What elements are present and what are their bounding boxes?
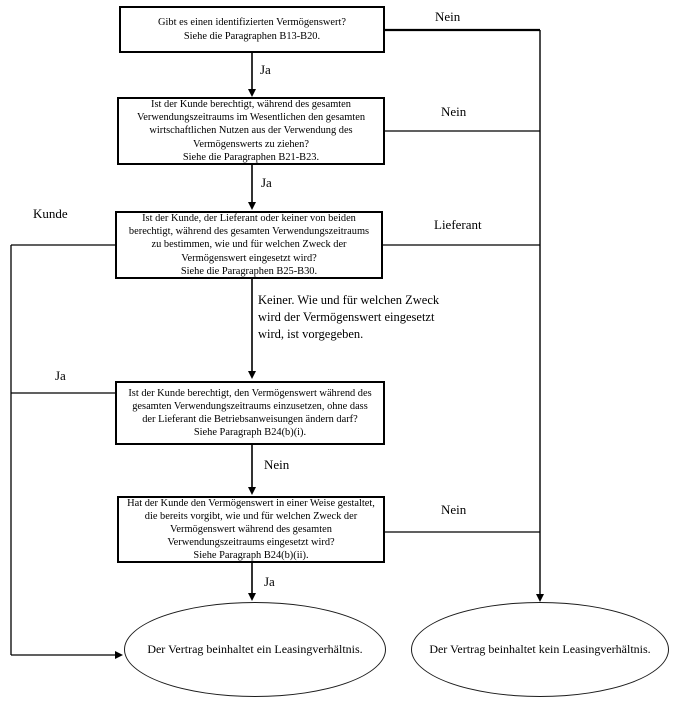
decision-box-predetermined-design: Hat der Kunde den Vermögenswert in einer… — [117, 496, 385, 563]
edge-label-yes-2: Ja — [261, 175, 272, 190]
arrowhead — [115, 651, 123, 659]
decision-box-identified-asset: Gibt es einen identifizierten Vermögensw… — [119, 6, 385, 53]
edge-label-no-1: Nein — [435, 9, 461, 24]
decision-box-right-to-direct-use: Ist der Kunde, der Lieferant oder keiner… — [115, 211, 383, 279]
edge-label-supplier: Lieferant — [434, 217, 482, 232]
edge-label-yes-1: Ja — [260, 62, 271, 77]
arrowhead — [248, 371, 256, 379]
edge-label-no-4: Nein — [441, 502, 467, 517]
outcome-ellipse-lease: Der Vertrag beinhaltet ein Leasingverhäl… — [124, 602, 386, 697]
decision-box-text: Gibt es einen identifizierten Vermögensw… — [158, 17, 346, 42]
outcome-ellipse-no-lease: Der Vertrag beinhaltet kein Leasingverhä… — [411, 602, 669, 697]
arrowhead — [536, 594, 544, 602]
decision-box-economic-benefits: Ist der Kunde berechtigt, während des ge… — [117, 97, 385, 165]
arrowhead — [248, 202, 256, 210]
edge-label-yes-3: Ja — [264, 574, 275, 589]
outcome-text: Der Vertrag beinhaltet ein Leasingverhäl… — [147, 642, 363, 656]
right-branch-lines — [382, 28, 541, 594]
arrowhead — [248, 89, 256, 97]
decision-box-text: Hat der Kunde den Vermögenswert in einer… — [127, 497, 375, 562]
arrowhead — [248, 487, 256, 495]
edge-label-no-3: Nein — [264, 457, 290, 472]
outcome-text: Der Vertrag beinhaltet kein Leasingverhä… — [429, 642, 651, 656]
edge-label-yes-left: Ja — [55, 368, 66, 383]
decision-box-text: Ist der Kunde berechtigt, während des ge… — [136, 99, 366, 163]
edge-label-neither-note: Keiner. Wie und für welchen Zweck wird d… — [258, 293, 440, 341]
arrowhead — [248, 593, 256, 601]
decision-box-operating-instructions: Ist der Kunde berechtigt, den Vermögensw… — [115, 381, 385, 445]
left-branch-lines — [10, 244, 115, 656]
decision-box-text: Ist der Kunde, der Lieferant oder keiner… — [128, 213, 370, 277]
edge-label-customer: Kunde — [33, 206, 68, 221]
decision-box-text: Ist der Kunde berechtigt, den Vermögensw… — [128, 387, 372, 439]
edge-label-no-2: Nein — [441, 104, 467, 119]
